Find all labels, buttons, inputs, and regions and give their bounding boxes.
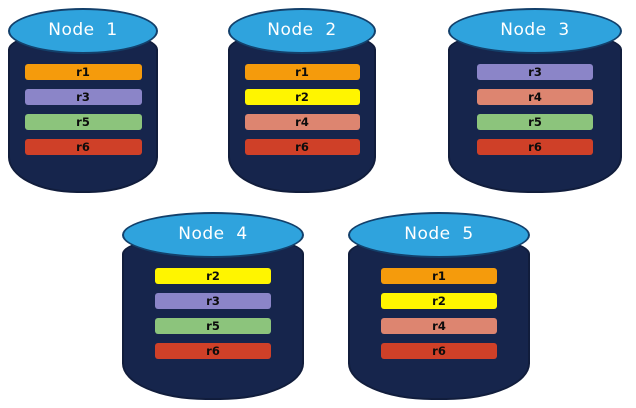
database-node-4[interactable]: Node 4 r2 r3 r5 r6 <box>122 212 304 400</box>
cylinder-top-ellipse <box>348 212 530 258</box>
replica-bar-r1[interactable]: r1 <box>381 268 497 284</box>
replica-bar-r1[interactable]: r1 <box>244 64 360 80</box>
replica-stack: r1 r3 r5 r6 <box>8 64 158 155</box>
cylinder-body <box>228 30 376 193</box>
replica-bar-r2[interactable]: r2 <box>244 89 360 105</box>
replica-bar-r3[interactable]: r3 <box>24 89 142 105</box>
node-label: Node 2 <box>267 20 337 40</box>
cylinder-body <box>122 234 304 400</box>
database-node-5[interactable]: Node 5 r1 r2 r4 r6 <box>348 212 530 400</box>
replica-stack: r2 r3 r5 r6 <box>122 268 304 359</box>
replica-bar-r6[interactable]: r6 <box>155 343 271 359</box>
replica-bar-r6[interactable]: r6 <box>477 139 593 155</box>
node-label: Node 3 <box>500 20 570 40</box>
database-node-1[interactable]: Node 1 r1 r3 r5 r6 <box>8 8 158 193</box>
replica-stack: r1 r2 r4 r6 <box>348 268 530 359</box>
replica-bar-r4[interactable]: r4 <box>244 114 360 130</box>
replica-bar-r6[interactable]: r6 <box>244 139 360 155</box>
replica-bar-r2[interactable]: r2 <box>155 268 271 284</box>
cylinder-top-ellipse <box>448 8 622 54</box>
cylinder-body <box>448 30 622 193</box>
cylinder-top-ellipse <box>8 8 158 54</box>
node-label: Node 1 <box>48 20 118 40</box>
database-node-2[interactable]: Node 2 r1 r2 r4 r6 <box>228 8 376 193</box>
node-label: Node 4 <box>178 224 248 244</box>
replica-bar-r2[interactable]: r2 <box>381 293 497 309</box>
replica-bar-r5[interactable]: r5 <box>155 318 271 334</box>
database-node-3[interactable]: Node 3 r3 r4 r5 r6 <box>448 8 622 193</box>
replica-bar-r4[interactable]: r4 <box>381 318 497 334</box>
replica-stack: r3 r4 r5 r6 <box>448 64 622 155</box>
replica-bar-r3[interactable]: r3 <box>477 64 593 80</box>
replica-bar-r5[interactable]: r5 <box>477 114 593 130</box>
replica-bar-r3[interactable]: r3 <box>155 293 271 309</box>
cylinder-top-ellipse <box>228 8 376 54</box>
replica-stack: r1 r2 r4 r6 <box>228 64 376 155</box>
replica-bar-r6[interactable]: r6 <box>381 343 497 359</box>
replica-bar-r6[interactable]: r6 <box>24 139 142 155</box>
replica-bar-r5[interactable]: r5 <box>24 114 142 130</box>
replica-bar-r1[interactable]: r1 <box>24 64 142 80</box>
cylinder-top-ellipse <box>122 212 304 258</box>
node-label: Node 5 <box>404 224 474 244</box>
replica-bar-r4[interactable]: r4 <box>477 89 593 105</box>
